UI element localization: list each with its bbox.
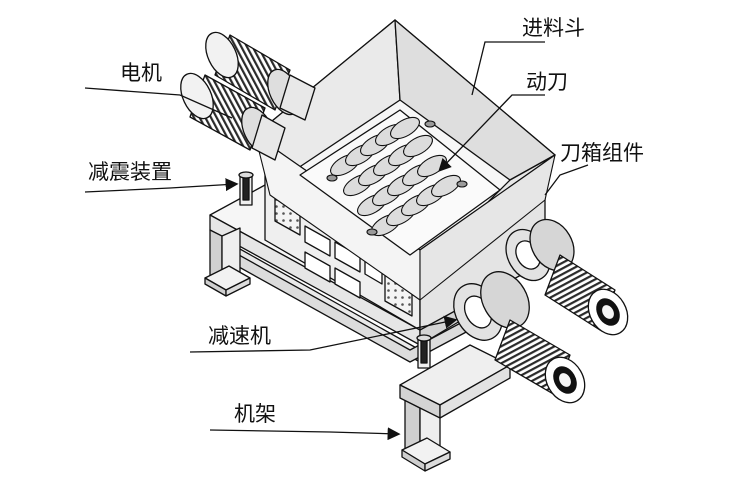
leader-frame [209, 427, 401, 441]
motor-upper-left [205, 31, 316, 121]
left-motors [180, 31, 316, 161]
leader-lines [84, 41, 589, 441]
motor-lower-left [180, 72, 286, 161]
leader-motor [84, 87, 233, 119]
label-hopper: 进料斗 [522, 16, 585, 40]
leader-blade-box [544, 164, 589, 196]
leader-damper [84, 178, 239, 193]
damper-left [238, 171, 254, 206]
label-damper: 减震装置 [88, 160, 172, 184]
label-reducer: 减速机 [208, 324, 271, 348]
leader-blades [438, 94, 545, 172]
damper-right [416, 334, 432, 369]
right-drive [453, 218, 629, 404]
label-motor: 电机 [120, 61, 162, 85]
label-blade-box: 刀箱组件 [560, 141, 644, 165]
label-frame: 机架 [234, 402, 276, 426]
label-blades: 动刀 [526, 70, 568, 94]
reducer-gearbox [453, 218, 575, 341]
motor-upper-right [544, 254, 629, 336]
motor-lower-right [494, 319, 586, 404]
leader-hopper [471, 41, 545, 96]
rotating-blades [326, 116, 468, 237]
leader-reducer [189, 315, 458, 353]
